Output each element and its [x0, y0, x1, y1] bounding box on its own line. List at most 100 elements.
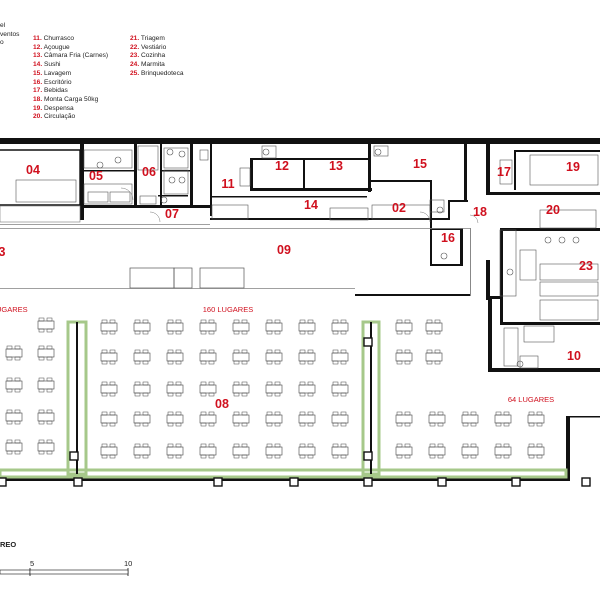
fixture — [109, 191, 131, 203]
legend-item-label: Lavagem — [42, 69, 72, 77]
fixture-circle — [558, 236, 566, 244]
fixture-circle — [178, 176, 186, 184]
table-set — [37, 439, 55, 455]
legend-item: 17. Bebidas — [33, 87, 68, 96]
legend-item: 12. Açougue — [33, 44, 70, 53]
legend-item-number: 24. — [130, 61, 140, 69]
scale-bar — [0, 568, 129, 576]
table-set — [298, 319, 316, 335]
fixture — [539, 263, 599, 281]
legend-item: 13. Câmara Fria (Carnes) — [33, 52, 108, 61]
seating-caption-left: UGARES — [0, 305, 28, 314]
table-set — [494, 411, 512, 427]
table-set — [37, 377, 55, 393]
table-set — [5, 345, 23, 361]
table-set — [331, 319, 349, 335]
fixture — [83, 183, 133, 205]
fixture-circle — [506, 268, 514, 276]
fixtures — [0, 145, 599, 369]
dining-tables — [5, 317, 545, 459]
table-set — [395, 319, 413, 335]
legend-item-number: 13. — [33, 52, 43, 60]
room-label-14: 14 — [304, 198, 318, 212]
legend-item: 23. Cozinha — [130, 52, 165, 61]
room-label-18: 18 — [473, 205, 487, 219]
column — [511, 477, 521, 487]
walls — [0, 138, 600, 481]
fixture-circle — [262, 148, 270, 156]
buffet-counter — [199, 267, 245, 289]
table-set — [232, 381, 250, 397]
table-set — [100, 319, 118, 335]
table-set — [425, 319, 443, 335]
table-set — [265, 349, 283, 365]
table-set — [100, 381, 118, 397]
table-set — [133, 411, 151, 427]
legend-item-number: 12. — [33, 43, 43, 51]
legend-item-label: Sushi — [42, 61, 61, 69]
legend-item-label: Câmara Fria (Carnes) — [42, 52, 109, 60]
buffet-counter — [129, 267, 175, 289]
counter — [0, 205, 81, 223]
fixture — [539, 209, 597, 229]
table-set — [265, 443, 283, 459]
table-set — [232, 443, 250, 459]
table-set — [199, 411, 217, 427]
table-set — [5, 409, 23, 425]
legend-item: 21. Triagem — [130, 35, 165, 44]
column — [69, 451, 79, 461]
fixture — [499, 229, 517, 297]
legend-item-label: Açougue — [42, 43, 70, 51]
fixture-circle — [436, 206, 444, 214]
room-label-13: 13 — [329, 159, 343, 173]
legend-item: el — [0, 22, 5, 31]
buffet-counter — [173, 267, 193, 289]
table-set — [166, 349, 184, 365]
legend-item-number: 19. — [33, 104, 43, 112]
table-set — [166, 411, 184, 427]
fixture — [199, 149, 209, 161]
table-set — [527, 443, 545, 459]
table-set — [5, 377, 23, 393]
table-set — [298, 349, 316, 365]
room-label-15: 15 — [413, 157, 427, 171]
table-set — [37, 409, 55, 425]
legend-item: 25. Brinquedoteca — [130, 70, 184, 79]
planters — [0, 320, 568, 479]
fixture — [239, 167, 251, 187]
door-swing — [120, 187, 134, 201]
fixture — [519, 249, 537, 281]
fixture — [503, 327, 519, 367]
table-set — [232, 411, 250, 427]
table-set — [428, 443, 446, 459]
column — [363, 451, 373, 461]
legend-item: 22. Vestiário — [130, 44, 166, 53]
legend-item: o — [0, 39, 4, 48]
fixture-circle — [178, 150, 186, 158]
table-set — [298, 443, 316, 459]
fixture-circle — [96, 161, 104, 169]
table-set — [37, 345, 55, 361]
table-set — [166, 443, 184, 459]
table-set — [298, 411, 316, 427]
seating-caption-center: 160 LUGARES — [203, 305, 253, 314]
table-set — [37, 317, 55, 333]
column — [363, 337, 373, 347]
fixture — [261, 145, 277, 159]
room-label-08: 08 — [215, 397, 229, 411]
legend-item-number: 16. — [33, 78, 43, 86]
table-set — [425, 349, 443, 365]
room-label-03: 3 — [0, 245, 6, 259]
legend-item-number: 11. — [33, 35, 42, 42]
room-label-10: 10 — [567, 349, 581, 363]
legend-item-label: Marmita — [139, 61, 165, 69]
fixture — [83, 149, 133, 169]
table-set — [298, 381, 316, 397]
fixture — [529, 154, 599, 186]
legend-item-label: Circulação — [42, 113, 76, 121]
fixture — [139, 195, 157, 205]
legend-item-label: Escritório — [42, 78, 72, 86]
table-set — [527, 411, 545, 427]
